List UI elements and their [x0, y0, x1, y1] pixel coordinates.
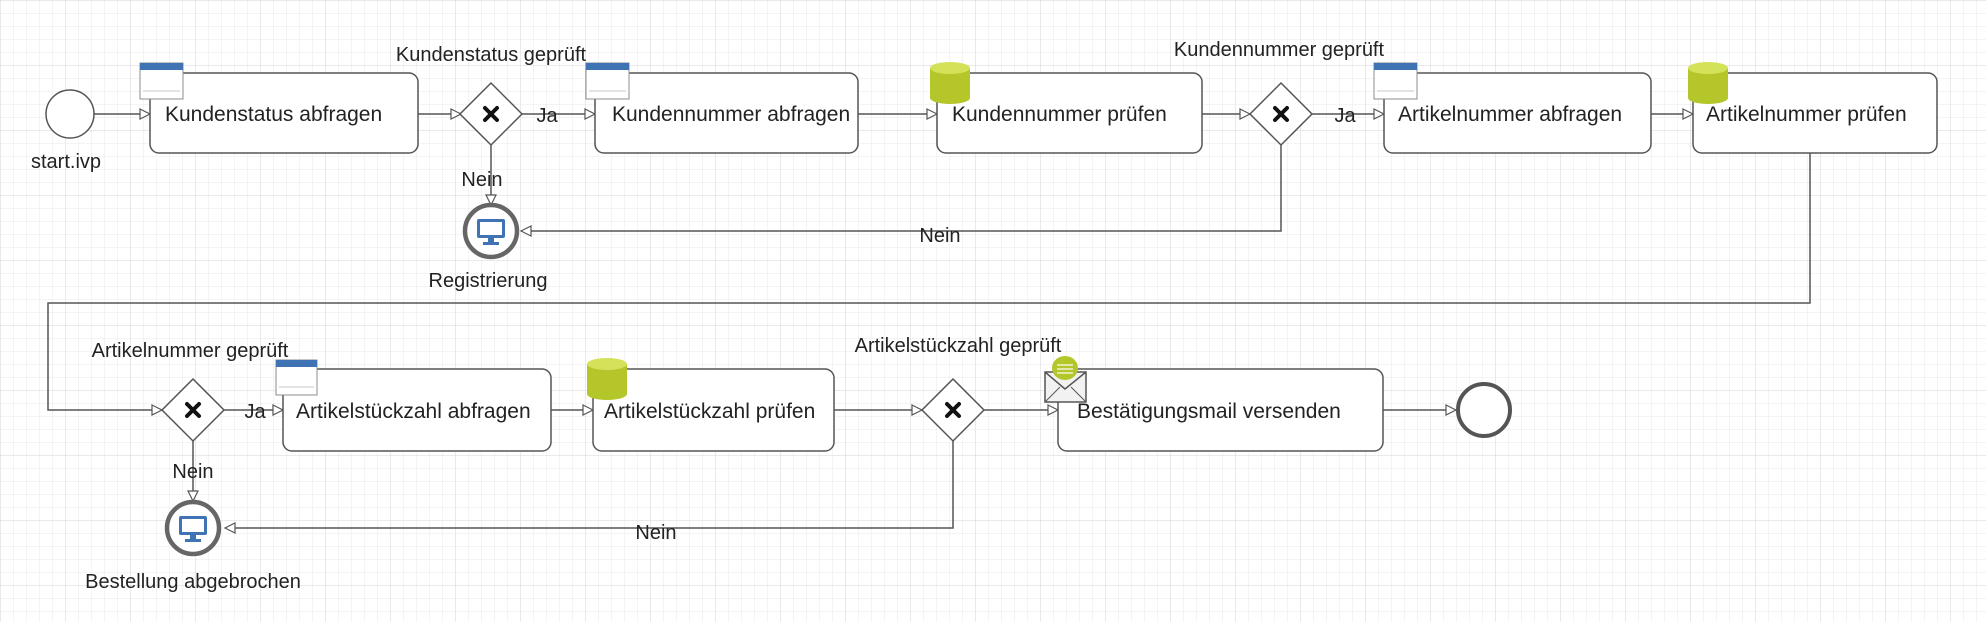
window-icon	[585, 62, 630, 100]
edge-labels: Ja Nein Ja Nein Ja Nein Nein	[172, 105, 1356, 544]
edge-label-g2-yes: Ja	[1334, 105, 1356, 127]
x-mark-icon	[1273, 106, 1289, 122]
task-query-article-quantity-label: Artikelstückzahl abfragen	[296, 400, 531, 423]
end-event[interactable]	[1456, 382, 1512, 438]
task-check-customer-number-label: Kundennummer prüfen	[952, 103, 1167, 126]
order-cancelled-label: Bestellung abgebrochen	[85, 571, 301, 593]
task-query-customer-status[interactable]	[139, 62, 419, 154]
gateway-article-quantity-label: Artikelstückzahl geprüft	[855, 335, 1062, 357]
task-check-article-number[interactable]	[1688, 62, 1938, 154]
task-send-confirmation-mail[interactable]	[1044, 356, 1384, 452]
gateway-article-quantity[interactable]	[920, 377, 986, 443]
window-icon	[1373, 62, 1418, 100]
database-icon	[1688, 62, 1728, 104]
edge-label-g1-no: Nein	[461, 169, 502, 191]
sequence-flows	[47, 114, 1811, 528]
gateway-customer-number-label: Kundennummer geprüft	[1174, 39, 1385, 61]
gateway-customer-number[interactable]	[1248, 81, 1314, 147]
task-check-article-number-label: Artikelnummer prüfen	[1706, 103, 1907, 126]
task-check-article-quantity[interactable]	[587, 358, 835, 452]
x-mark-icon	[483, 106, 499, 122]
task-check-customer-number[interactable]	[930, 62, 1203, 154]
flow-g4-no	[225, 441, 954, 528]
task-send-confirmation-mail-label: Bestätigungsmail versenden	[1077, 400, 1341, 423]
registration-label: Registrierung	[429, 270, 548, 292]
x-mark-icon	[945, 402, 961, 418]
database-icon	[930, 62, 970, 104]
task-check-article-quantity-label: Artikelstückzahl prüfen	[604, 400, 815, 423]
monitor-icon	[179, 516, 207, 542]
edge-label-g4-no: Nein	[635, 522, 676, 544]
envelope-icon	[1044, 356, 1087, 403]
registration-end-event[interactable]	[462, 202, 520, 260]
task-query-customer-status-label: Kundenstatus abfragen	[165, 103, 382, 126]
edge-label-g3-no: Nein	[172, 461, 213, 483]
order-cancelled-end-event[interactable]	[164, 499, 222, 557]
flow-g2-no	[521, 145, 1282, 231]
task-query-customer-number-label: Kundennummer abfragen	[612, 103, 850, 126]
task-query-customer-number[interactable]	[585, 62, 859, 154]
edge-label-g2-no: Nein	[919, 225, 960, 247]
monitor-icon	[477, 219, 505, 245]
gateway-article-number-label: Artikelnummer geprüft	[92, 340, 289, 362]
database-icon	[587, 358, 627, 400]
gateway-article-number[interactable]	[160, 377, 226, 443]
window-icon	[275, 359, 318, 396]
x-mark-icon	[185, 402, 201, 418]
edge-label-g1-yes: Ja	[536, 105, 558, 127]
start-event-label: start.ivp	[31, 151, 101, 173]
gateway-customer-status[interactable]	[458, 81, 524, 147]
start-event[interactable]	[45, 89, 95, 139]
task-query-article-number[interactable]	[1373, 62, 1652, 154]
flow-t5-to-g3	[47, 153, 1811, 410]
task-query-article-quantity[interactable]	[275, 359, 552, 452]
gateway-customer-status-label: Kundenstatus geprüft	[396, 44, 587, 66]
edge-label-g3-yes: Ja	[244, 401, 266, 423]
task-query-article-number-label: Artikelnummer abfragen	[1398, 103, 1622, 126]
window-icon	[139, 62, 184, 100]
